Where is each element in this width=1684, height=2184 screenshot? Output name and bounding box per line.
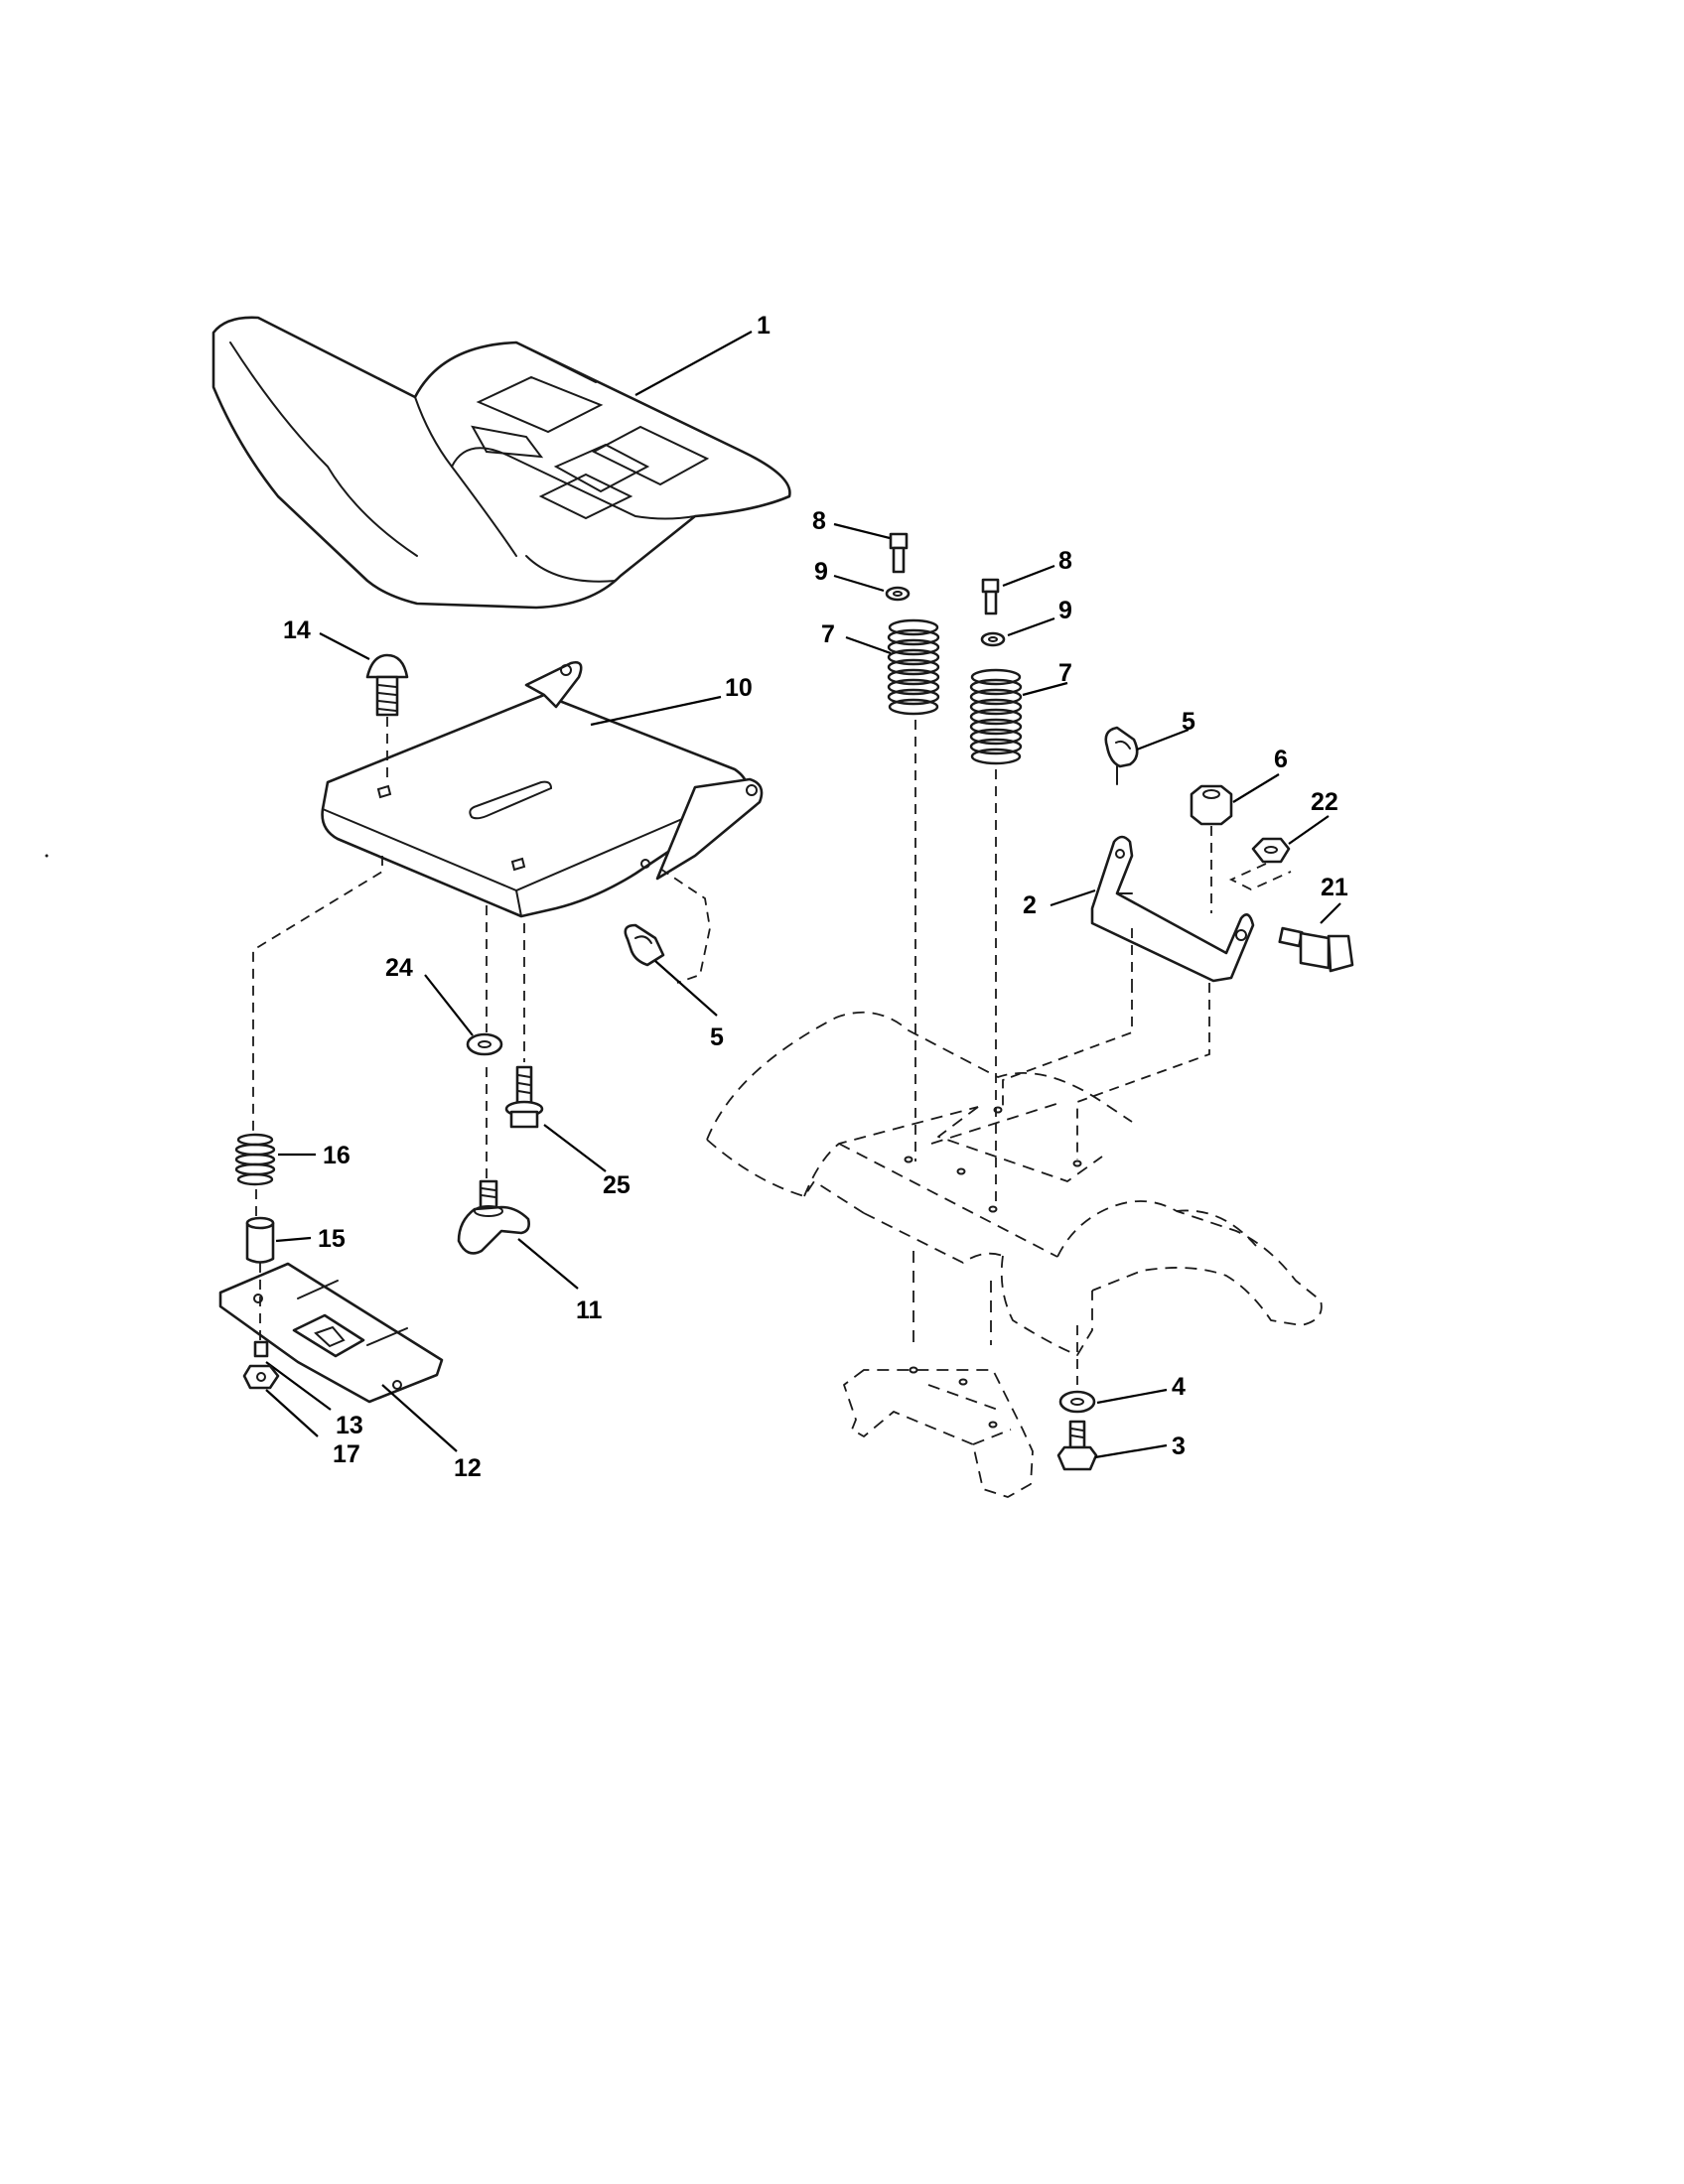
callout-15: 15 <box>318 1225 346 1253</box>
callout-10: 10 <box>725 674 753 702</box>
callout-11: 11 <box>576 1297 603 1324</box>
mounting-bracket <box>1050 835 1255 1032</box>
shoulder-screw <box>1278 902 1354 973</box>
callout-12: 12 <box>454 1454 482 1482</box>
callout-2: 2 <box>1023 891 1037 919</box>
retainer-clip-left <box>624 923 718 1017</box>
callout-13: 13 <box>336 1412 363 1439</box>
spacer <box>245 1216 312 1264</box>
callout-6: 6 <box>1274 746 1288 773</box>
callout-8-left: 8 <box>812 507 826 535</box>
spring-stack-left <box>833 522 940 1161</box>
callout-5-left: 5 <box>710 1024 724 1051</box>
lock-nut <box>1190 773 1280 913</box>
spring-small <box>234 1133 316 1186</box>
callout-7-left: 7 <box>821 620 835 648</box>
hex-bolt <box>1056 1420 1168 1471</box>
assembly-lines-left <box>252 856 711 1340</box>
seat-pan <box>321 661 764 918</box>
scan-speck <box>45 854 49 858</box>
callout-22: 22 <box>1311 788 1338 816</box>
slide-plate <box>218 1262 458 1452</box>
tractor-frame-phantom <box>706 983 1323 1498</box>
hex-nut <box>1228 815 1330 890</box>
callout-14: 14 <box>283 616 311 644</box>
callout-9-right: 9 <box>1058 597 1072 624</box>
flat-washer-left <box>424 974 503 1056</box>
callout-25: 25 <box>603 1171 631 1199</box>
spring-stack-right <box>969 564 1068 1201</box>
callout-8-right: 8 <box>1058 547 1072 575</box>
flat-washer-right <box>1058 1388 1168 1414</box>
callout-4: 4 <box>1172 1373 1186 1401</box>
callout-1: 1 <box>757 312 771 340</box>
carriage-bolt <box>319 632 409 784</box>
callout-9-left: 9 <box>814 558 828 586</box>
callout-24: 24 <box>385 954 413 982</box>
hex-nut-lower <box>242 1364 319 1437</box>
shoulder-bolt <box>504 1065 607 1172</box>
callout-5-right: 5 <box>1182 708 1195 736</box>
retainer-clip-right <box>1104 726 1190 785</box>
bolt-small <box>253 1340 332 1411</box>
seat <box>211 316 791 610</box>
callout-3: 3 <box>1172 1433 1186 1460</box>
callout-7-right: 7 <box>1058 659 1072 687</box>
callout-21: 21 <box>1321 874 1348 901</box>
wing-knob <box>457 1179 579 1290</box>
callout-labels: 1 2 3 4 5 5 6 7 7 8 8 9 9 10 11 12 13 14… <box>283 312 1348 1482</box>
callout-16: 16 <box>323 1142 351 1169</box>
callout-17: 17 <box>333 1440 360 1468</box>
